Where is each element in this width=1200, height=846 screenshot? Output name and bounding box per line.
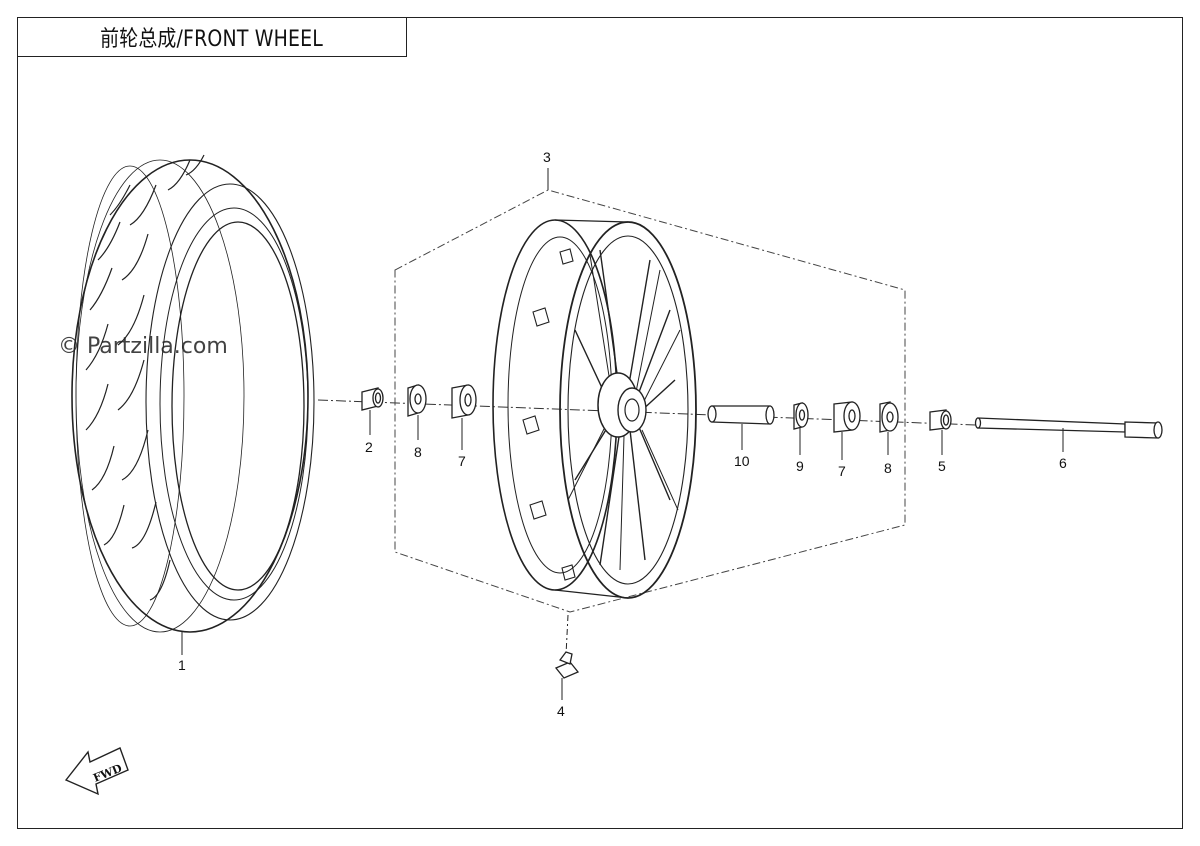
callout-7-right: 7 [838, 463, 846, 479]
washer-part-8-left [407, 384, 427, 417]
fwd-arrow-icon: FWD [64, 747, 129, 796]
tire [71, 154, 315, 633]
callout-10: 10 [734, 453, 750, 469]
callout-5: 5 [938, 458, 946, 474]
callout-8-right: 8 [884, 460, 892, 476]
watermark: © Partzilla.com [58, 334, 228, 359]
page-title: 前轮总成/FRONT WHEEL [100, 26, 323, 52]
wheel-rim [492, 219, 697, 599]
callout-1: 1 [178, 657, 186, 673]
axle-part-6 [974, 417, 1163, 439]
collar-part-5 [929, 409, 952, 431]
spacer-part-10 [707, 405, 775, 425]
valve-part-4 [554, 614, 580, 679]
callout-9: 9 [796, 458, 804, 474]
drawing-frame [17, 17, 1183, 829]
washer-part-8-right [879, 401, 899, 433]
callout-2: 2 [365, 439, 373, 455]
callout-8-left: 8 [414, 444, 422, 460]
callout-3: 3 [543, 149, 551, 165]
collar-part-2 [361, 387, 384, 411]
title-box: 前轮总成/FRONT WHEEL [17, 17, 407, 57]
callout-4: 4 [557, 703, 565, 719]
callout-6: 6 [1059, 455, 1067, 471]
leader-lines [181, 168, 1064, 700]
bearing-part-7-right [833, 401, 861, 433]
bearing-part-7-left [451, 384, 477, 419]
washer-part-9 [793, 402, 809, 430]
callout-7-left: 7 [458, 453, 466, 469]
